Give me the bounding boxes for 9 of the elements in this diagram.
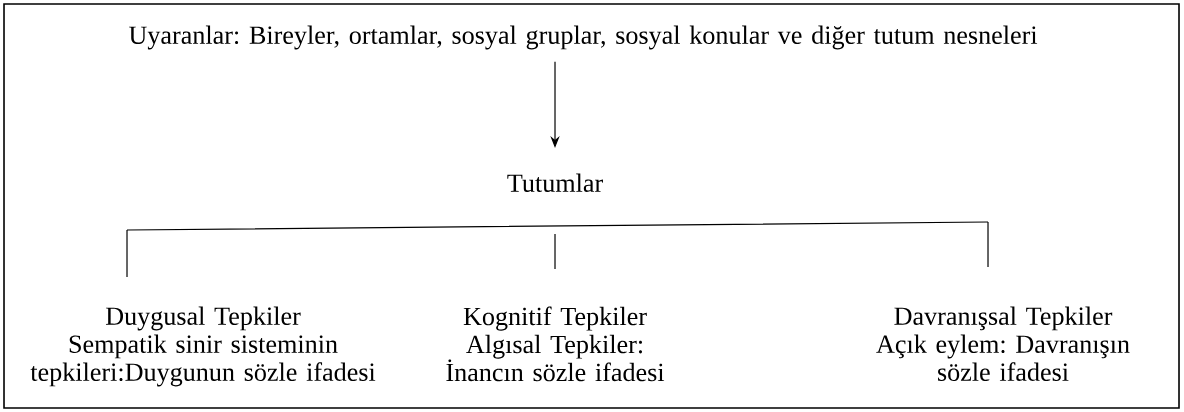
text-label: Kognitif Tepkiler Algısal Tepkiler: İnancın sözle ifadesi: [446, 306, 665, 382]
bracket-line: [126, 221, 989, 231]
text-label: Duygusal Tepkiler Sempatik sinir sisteminin tepkileri:Duygunun sözle ifadesi: [30, 306, 376, 387]
bracket-tick: [554, 233, 556, 270]
bracket-tick: [126, 229, 128, 278]
bracket-tick: [987, 221, 989, 268]
text-label: Tutumlar: [507, 173, 603, 192]
text-label: Davranışsal Tepkiler Açık eylem: Davranışın sözle ifadesi: [876, 306, 1130, 381]
text-label: Uyaranlar: Bireyler, ortamlar, sosyal gruplar, sosyal konular ve diğer tutum nesneleri: [129, 25, 1038, 50]
